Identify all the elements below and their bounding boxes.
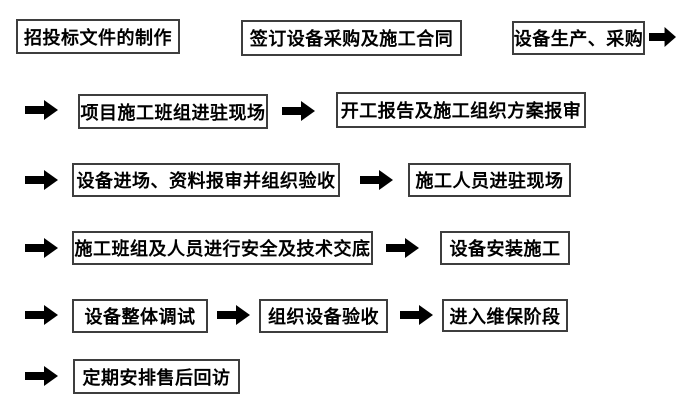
flow-node-equipment-installation: 设备安装施工 (440, 231, 570, 265)
arrow-right-icon (386, 238, 419, 258)
arrow-right-icon (217, 305, 250, 325)
arrow-right-icon (400, 305, 433, 325)
flow-node-sign-procurement-construction-contract: 签订设备采购及施工合同 (241, 20, 462, 56)
flow-node-enter-maintenance-phase: 进入维保阶段 (442, 299, 568, 332)
flow-node-commencement-report-plan-submission: 开工报告及施工组织方案报审 (336, 92, 586, 128)
flow-node-construction-team-enter-site: 项目施工班组进驻现场 (78, 94, 268, 129)
flow-node-construction-personnel-enter-site: 施工人员进驻现场 (408, 163, 571, 197)
arrow-right-icon (25, 170, 58, 190)
arrow-right-icon (25, 366, 58, 386)
flow-node-equipment-production-procurement: 设备生产、采购 (512, 21, 645, 55)
flow-node-safety-technical-briefing: 施工班组及人员进行安全及技术交底 (72, 231, 373, 265)
flow-node-organize-equipment-acceptance: 组织设备验收 (259, 299, 388, 333)
arrow-right-icon (25, 100, 58, 120)
arrow-right-icon (25, 238, 58, 258)
arrow-right-icon (25, 305, 58, 325)
flow-node-bid-document-preparation: 招投标文件的制作 (16, 19, 180, 54)
arrow-right-icon (649, 27, 676, 47)
flow-node-equipment-overall-commissioning: 设备整体调试 (72, 299, 208, 333)
flow-node-equipment-arrival-document-acceptance: 设备进场、资料报审并组织验收 (72, 163, 340, 197)
arrow-right-icon (282, 101, 315, 121)
flow-node-regular-after-sales-visits: 定期安排售后回访 (73, 359, 240, 394)
arrow-right-icon (360, 170, 393, 190)
